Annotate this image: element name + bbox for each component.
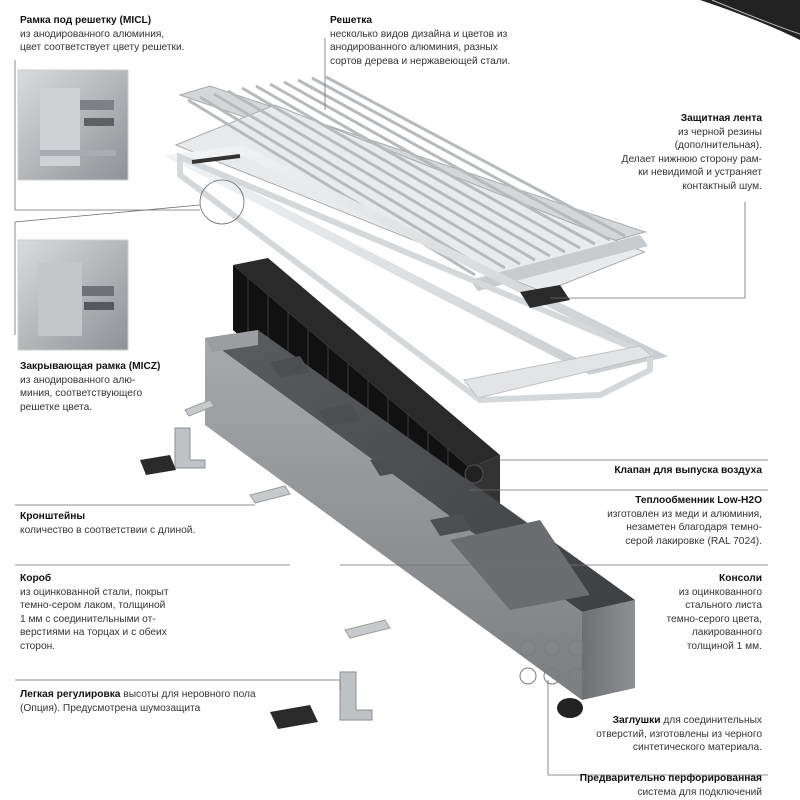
label-grille-line: анодированного алюминия, разных [330, 42, 498, 54]
label-grille-title: Решетка [330, 15, 372, 26]
label-valve: Клапан для выпуска воздуха [522, 464, 762, 478]
corner-decoration [700, 0, 800, 40]
label-exchanger-title: Теплообменник Low-H2O [635, 495, 762, 506]
label-tape-title: Защитная лента [680, 113, 762, 124]
label-micz-line: из анодированного алю- [20, 374, 136, 386]
label-perforated-line: система для подключений [637, 786, 762, 798]
label-grille-line: сортов дерева и нержавеющей стали. [330, 55, 511, 67]
label-tape-line: (дополнительная). [674, 140, 762, 152]
inset-micz-photo [17, 239, 129, 351]
label-tape-line: Делает нижнюю сторону рам- [621, 153, 762, 165]
label-grille-line: несколько видов дизайна и цветов из [330, 28, 508, 40]
label-adjust-line: (Опция). Предусмотрена шумозащита [20, 702, 201, 714]
label-micz-title: Закрывающая рамка (MICZ) [20, 361, 161, 372]
label-box-line: верстиями на торцах и с обеих [20, 627, 167, 639]
label-plugs-rest: для соединительных [660, 715, 762, 726]
label-micl-line: из анодированного алюминия, [20, 28, 165, 40]
label-micl-title: Рамка под решетку (MICL) [20, 15, 152, 26]
label-consoles-line: темно-серого цвета, [666, 613, 763, 625]
label-perforated: Предварительно перфорированная система д… [522, 772, 762, 799]
label-exchanger-line: изготовлен из меди и алюминия, [607, 508, 762, 520]
inset-micl-photo [17, 69, 129, 181]
label-grille: Решетка несколько видов дизайна и цветов… [330, 14, 510, 68]
label-box-line: сторон. [20, 640, 56, 652]
label-adjust-title: Легкая регулировка [20, 689, 121, 700]
label-micz-line: решетке цвета. [20, 401, 93, 413]
label-consoles-line: стального листа [685, 600, 762, 612]
label-plugs-line: синтетического материала. [632, 742, 762, 754]
label-micl-line: цвет соответствует цвету решетки. [20, 42, 185, 54]
callout-lines [14, 38, 768, 776]
plug-cap [557, 698, 583, 718]
label-adjust: Легкая регулировка высоты для неровного … [20, 688, 256, 715]
label-consoles-title: Консоли [719, 573, 762, 584]
label-micl: Рамка под решетку (MICL) из анодированно… [20, 14, 185, 55]
label-exchanger: Теплообменник Low-H2O изготовлен из меди… [502, 494, 762, 548]
brackets [140, 399, 391, 729]
label-adjust-rest: высоты для неровного пола [120, 689, 256, 700]
label-brackets-line: количество в соответствии с длиной. [20, 524, 196, 536]
label-tape: Защитная лента из черной резины (дополни… [562, 112, 762, 194]
label-box-title: Короб [20, 573, 52, 584]
label-plugs-title: Заглушки [612, 715, 661, 726]
label-box-line: темно-сером лаком, толщиной [20, 600, 166, 612]
label-tape-line: из черной резины [677, 126, 762, 138]
label-consoles-line: из оцинкованного [678, 586, 762, 598]
frame-micl [162, 145, 669, 404]
grille [174, 75, 648, 293]
label-brackets: Кронштейны количество в соответствии с д… [20, 510, 195, 537]
label-box: Короб из оцинкованной стали, покрыт темн… [20, 572, 169, 654]
label-exchanger-line: незаметен благодаря темно- [626, 522, 762, 534]
label-micz-line: миния, соответствующего [20, 388, 143, 400]
label-consoles: Консоли из оцинкованного стального листа… [562, 572, 763, 654]
label-tape-line: контактный шум. [682, 180, 762, 192]
label-consoles-line: лакированного [691, 627, 762, 639]
label-plugs: Заглушки для соединительных отверстий, и… [532, 714, 762, 755]
label-perforated-title: Предварительно перфорированная [579, 773, 762, 784]
label-box-line: из оцинкованной стали, покрыт [20, 586, 169, 598]
label-box-line: 1 мм с соединительными от- [20, 613, 156, 625]
label-valve-title: Клапан для выпуска воздуха [614, 465, 762, 476]
label-plugs-line: отверстий, изготовлены из черного [596, 728, 762, 740]
label-consoles-line: толщиной 1 мм. [686, 640, 762, 652]
label-exchanger-line: серой лакировке (RAL 7024). [625, 535, 762, 547]
label-tape-line: ки невидимой и устраняет [638, 167, 762, 179]
label-brackets-title: Кронштейны [20, 511, 86, 522]
label-micz: Закрывающая рамка (MICZ) из анодированно… [20, 360, 160, 414]
